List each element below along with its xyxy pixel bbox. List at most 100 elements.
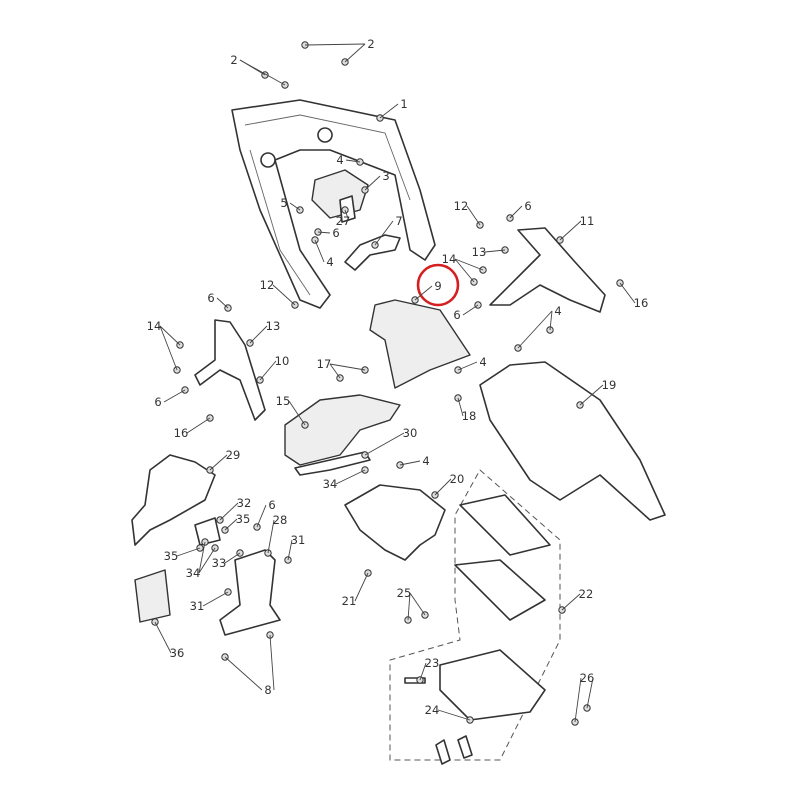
callout-4: 4	[422, 454, 429, 468]
callout-4: 4	[479, 355, 486, 369]
leader-line	[224, 518, 238, 531]
callout-3: 3	[382, 169, 389, 183]
part-rack-frame	[231, 99, 436, 309]
part-bracket-32	[194, 517, 221, 546]
leader-line	[509, 205, 523, 219]
part-24a	[435, 739, 451, 765]
part-lid	[459, 494, 551, 556]
leader-line	[288, 400, 306, 426]
callout-2: 2	[230, 53, 237, 67]
callout-4: 4	[326, 255, 333, 269]
callout-36: 36	[170, 646, 185, 660]
callout-34: 34	[186, 566, 201, 580]
callout-8: 8	[264, 683, 271, 697]
callout-27: 27	[336, 214, 351, 228]
callout-32: 32	[237, 496, 252, 510]
leader-line	[579, 384, 604, 406]
leader-line	[345, 159, 361, 163]
leader-line	[202, 591, 229, 607]
leader-line	[198, 547, 216, 574]
leader-line	[159, 325, 181, 346]
part-undertray-19	[479, 361, 666, 521]
callout-20: 20	[450, 472, 465, 486]
callout-9: 9	[434, 279, 441, 293]
leader-line	[163, 389, 186, 403]
leader-line	[462, 304, 479, 316]
callout-6: 6	[332, 226, 339, 240]
callout-13: 13	[266, 319, 281, 333]
leader-line	[267, 519, 275, 554]
leader-line	[186, 417, 211, 434]
leader-line	[269, 634, 275, 691]
leader-line	[344, 43, 366, 63]
part-cover-9	[369, 299, 471, 389]
leader-line	[272, 284, 296, 306]
callout-14: 14	[147, 319, 162, 333]
part-tray-box	[439, 649, 546, 721]
leader-line	[374, 220, 394, 246]
part-tray-15	[284, 394, 401, 466]
callout-12: 12	[260, 278, 275, 292]
leader-line	[434, 478, 452, 496]
callout-6: 6	[453, 308, 460, 322]
leader-line	[329, 363, 341, 379]
callout-7: 7	[395, 214, 402, 228]
leader-line	[198, 541, 206, 574]
part-24b	[457, 735, 473, 759]
callout-14: 14	[442, 252, 457, 266]
leader-line	[219, 502, 239, 521]
leader-line	[224, 656, 263, 691]
leader-line	[216, 297, 229, 309]
leader-line	[457, 397, 464, 417]
leader-line	[289, 202, 301, 211]
callout-35: 35	[164, 549, 179, 563]
callout-11: 11	[580, 214, 595, 228]
callout-5: 5	[280, 196, 287, 210]
leader-line	[437, 709, 471, 721]
part-handle-11	[489, 227, 606, 313]
callout-25: 25	[397, 586, 412, 600]
callout-16: 16	[634, 296, 649, 310]
part-ecu-36	[134, 569, 171, 623]
callout-6: 6	[524, 199, 531, 213]
leader-lines	[154, 43, 636, 723]
callout-31: 31	[190, 599, 205, 613]
callout-4: 4	[336, 153, 343, 167]
leader-line	[249, 325, 268, 344]
callout-1: 1	[400, 97, 407, 111]
leader-line	[354, 572, 369, 602]
callout-34: 34	[323, 477, 338, 491]
callout-17: 17	[317, 357, 332, 371]
callout-22: 22	[579, 587, 594, 601]
callout-29: 29	[226, 448, 241, 462]
leader-line	[209, 454, 228, 471]
leader-line	[586, 677, 594, 709]
leader-line	[399, 460, 421, 466]
leader-line	[484, 249, 506, 253]
leader-line	[549, 310, 553, 331]
leader-line	[407, 592, 411, 621]
leader-line	[344, 209, 350, 222]
part-bracket-7	[344, 234, 401, 271]
dashed-group-22	[389, 469, 561, 761]
leader-line	[256, 504, 267, 528]
leader-line	[224, 552, 241, 564]
callout-2: 2	[367, 37, 374, 51]
leader-line	[414, 285, 433, 301]
leader-line	[287, 539, 293, 561]
leader-line	[517, 310, 553, 349]
leader-line	[329, 363, 366, 371]
callout-31: 31	[291, 533, 306, 547]
leader-line	[466, 205, 481, 226]
part-bracket-10	[194, 319, 266, 421]
part-23	[404, 677, 426, 684]
leader-line	[409, 592, 426, 616]
callout-24: 24	[425, 703, 440, 717]
callout-18: 18	[462, 409, 477, 423]
leader-line	[176, 547, 201, 557]
callout-4: 4	[554, 304, 561, 318]
leader-line	[379, 103, 399, 119]
callout-21: 21	[342, 594, 357, 608]
